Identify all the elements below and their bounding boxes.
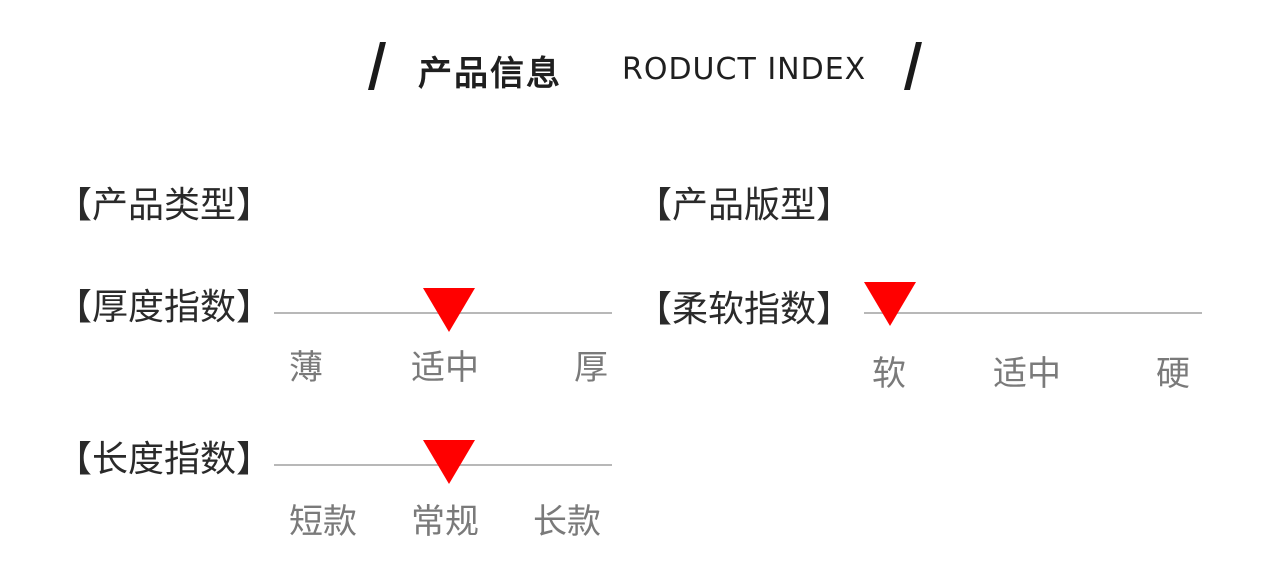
product-type-label: 【产品类型】: [56, 185, 273, 226]
header-title-cn: 产品信息: [418, 54, 562, 94]
header-title-en: RODUCT INDEX: [622, 52, 867, 87]
softness-track: [864, 312, 1202, 314]
thickness-marker-icon: [423, 288, 475, 332]
slash-left-icon: [368, 42, 386, 90]
length-tick-short: 短款: [289, 502, 357, 542]
length-marker-icon: [423, 440, 475, 484]
header-title-row: 产品信息 RODUCT INDEX: [0, 42, 1280, 98]
softness-tick-soft: 软: [872, 354, 906, 394]
length-tick-regular: 常规: [411, 502, 479, 542]
thickness-index-label: 【厚度指数】: [56, 287, 273, 328]
length-index-label: 【长度指数】: [56, 439, 273, 480]
softness-tick-hard: 硬: [1156, 354, 1190, 394]
softness-tick-medium: 适中: [993, 354, 1061, 394]
length-tick-long: 长款: [533, 502, 601, 542]
slash-right-icon: [904, 42, 922, 90]
thickness-tick-thin: 薄: [289, 348, 323, 388]
product-fit-label: 【产品版型】: [636, 185, 853, 226]
thickness-tick-thick: 厚: [574, 348, 608, 388]
thickness-tick-medium: 适中: [411, 348, 479, 388]
softness-index-label: 【柔软指数】: [636, 289, 853, 330]
softness-marker-icon: [864, 282, 916, 326]
